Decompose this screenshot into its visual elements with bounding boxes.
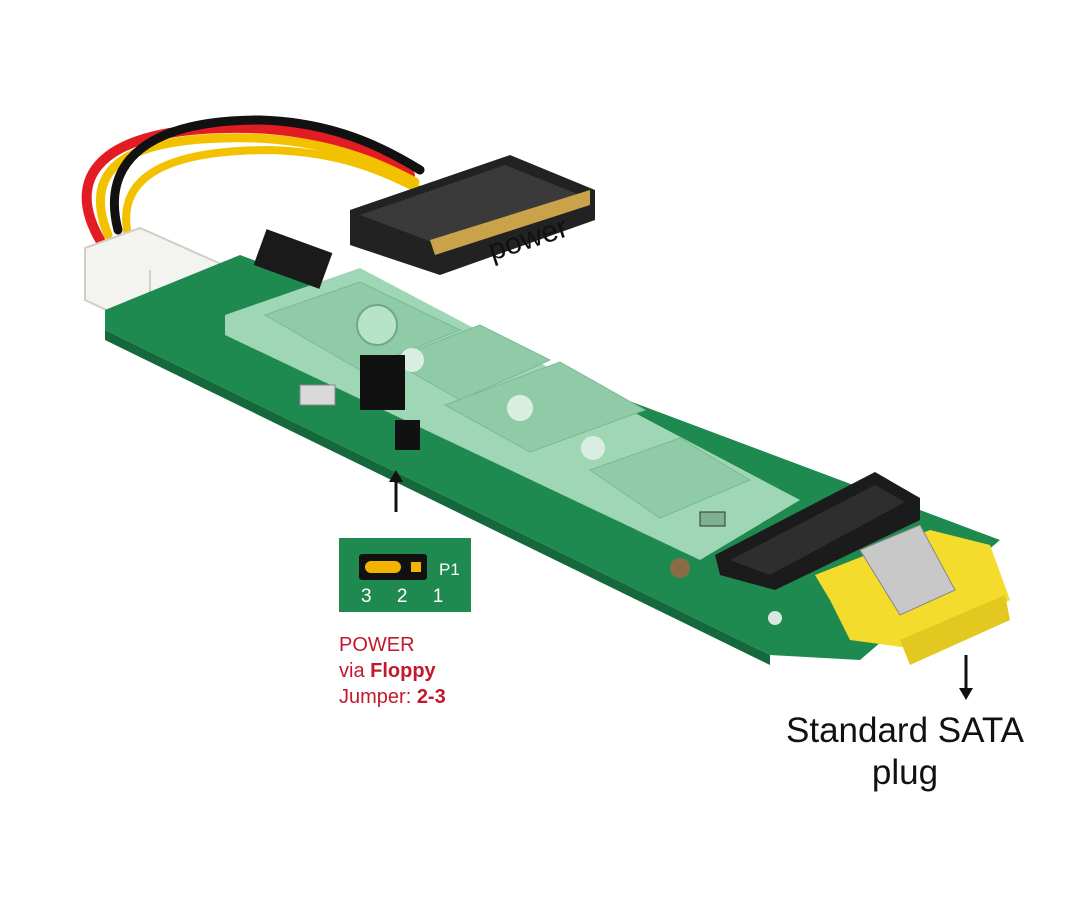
sata-plug-label: Standard SATA plug [760, 710, 1050, 794]
jumper-arrow [389, 470, 403, 512]
power-note-jumper: Jumper: [339, 686, 417, 708]
sata-label-line1: Standard SATA [786, 711, 1024, 750]
power-note-via-line: via Floppy [339, 658, 446, 684]
sata-plug-arrow [959, 655, 973, 700]
jumper-diagram: P1 3 2 1 [339, 538, 471, 612]
power-note-jumper-line: Jumper: 2-3 [339, 684, 446, 710]
power-note-title: POWER [339, 634, 415, 656]
power-cables [81, 115, 425, 245]
sata-data-plug [815, 524, 1010, 665]
jumper-pin-numbers: 3 2 1 [361, 586, 454, 607]
power-note-floppy: Floppy [370, 660, 436, 682]
power-note-via: via [339, 660, 371, 682]
jumper-pin-header [359, 554, 427, 580]
power-note-setting: 2-3 [416, 686, 446, 708]
m2-slot [715, 472, 920, 590]
jumper-cap [365, 561, 401, 573]
small-components [253, 229, 782, 625]
jumper-pin-label: P1 [439, 560, 460, 579]
sata-label-line2: plug [871, 753, 939, 792]
sata-power-connector [350, 155, 595, 275]
jumper-pin [411, 562, 421, 572]
power-note: POWER via Floppy Jumper: 2-3 [339, 632, 446, 710]
